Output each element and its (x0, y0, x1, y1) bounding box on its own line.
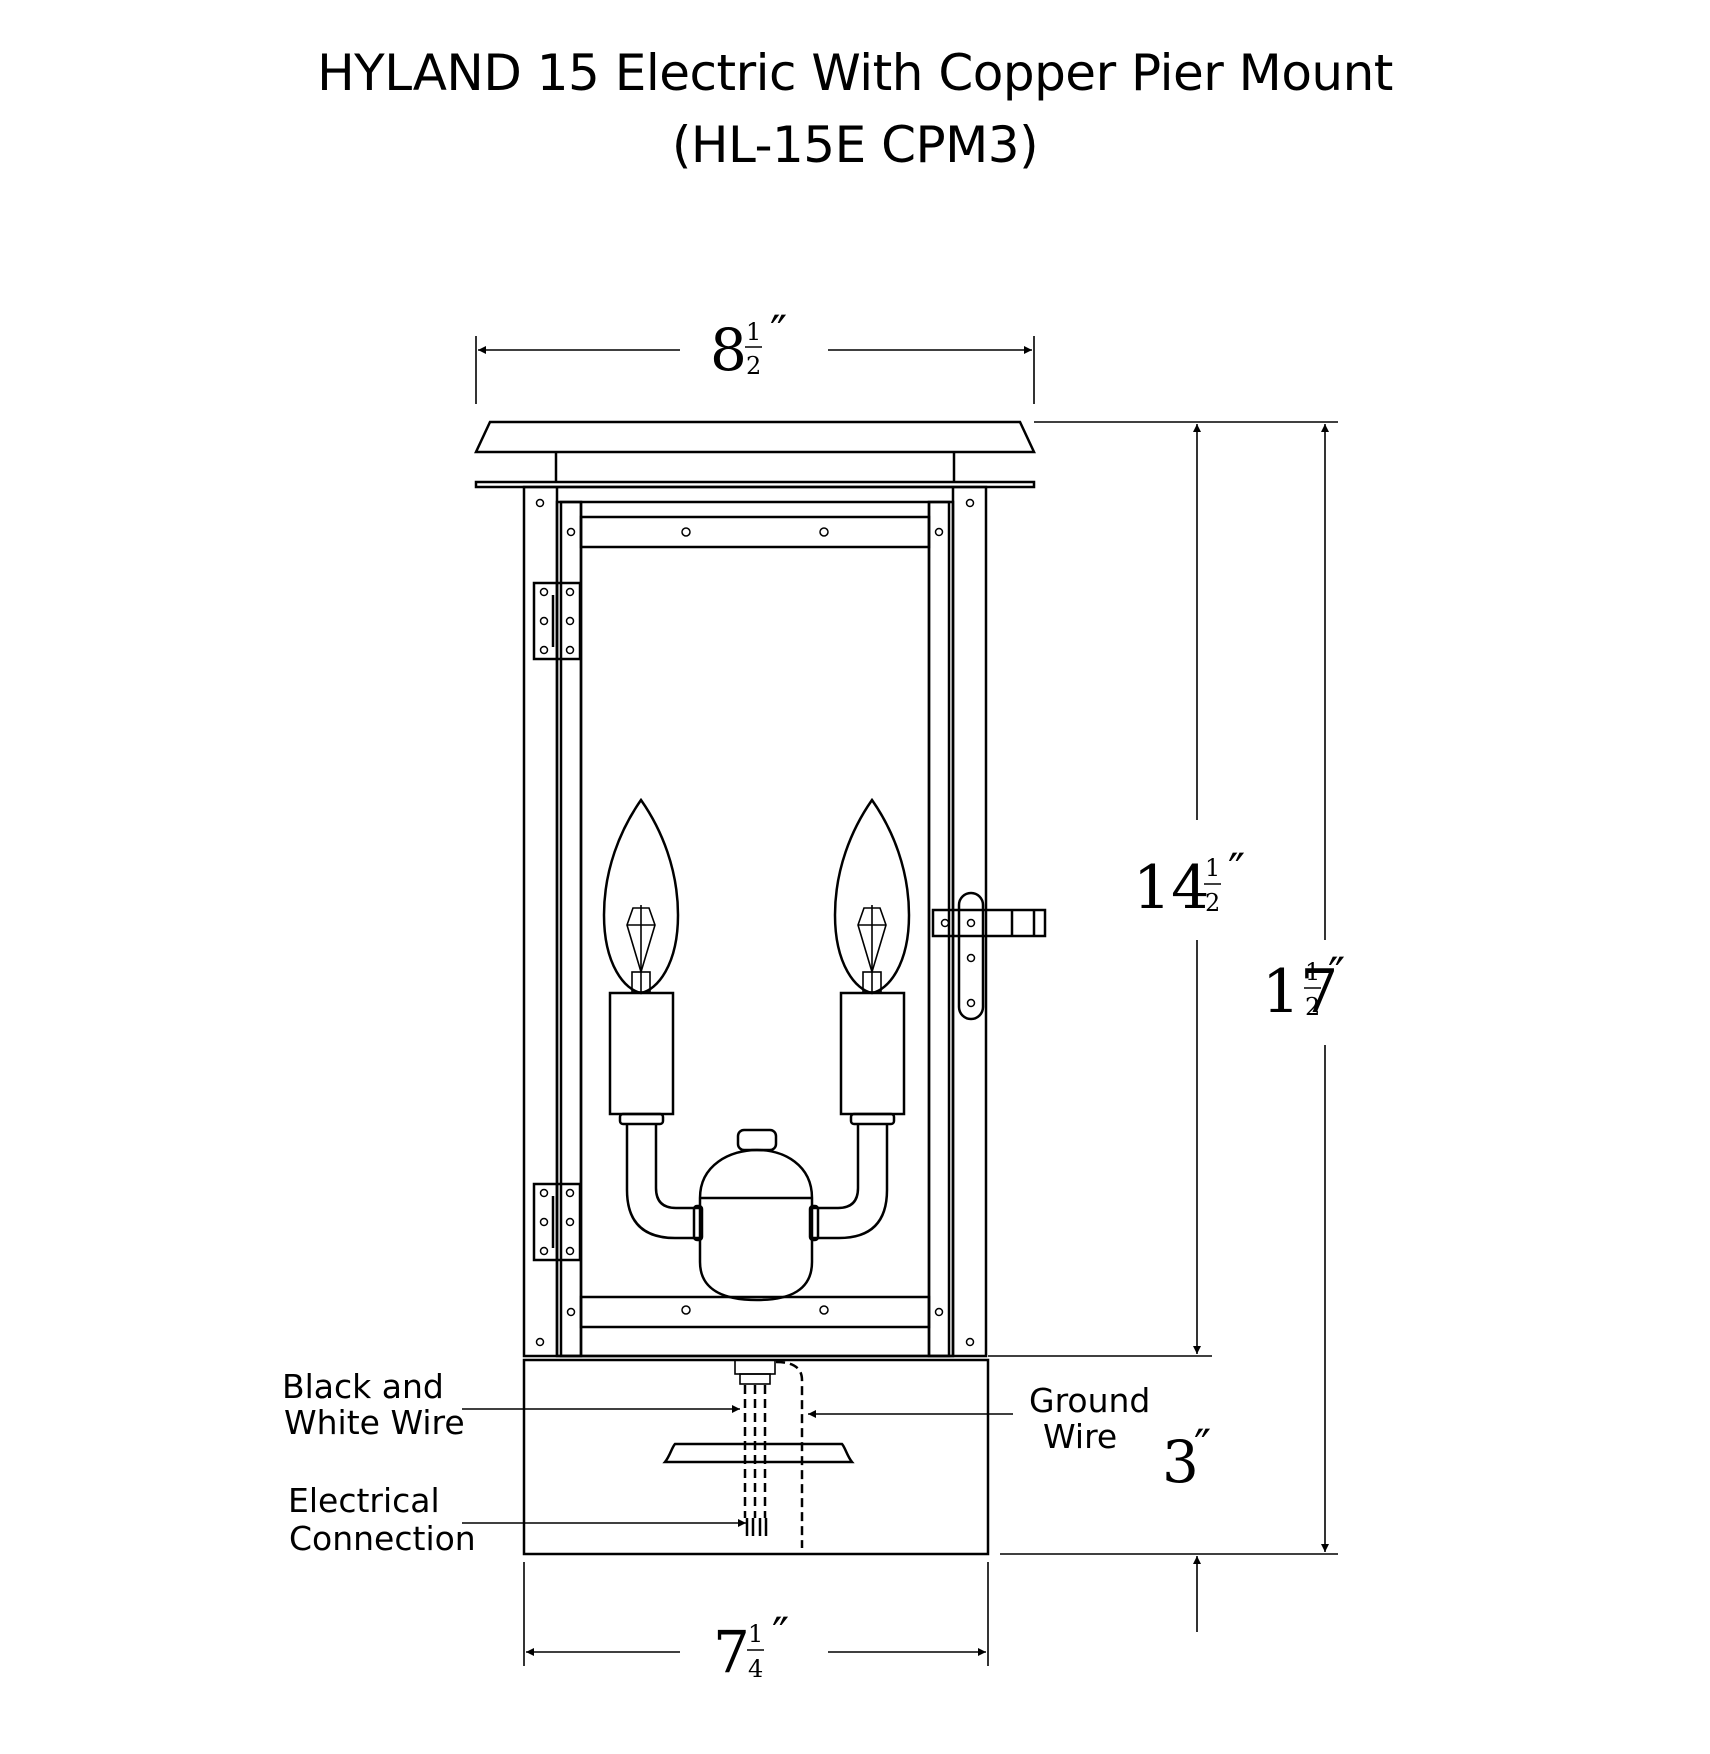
left-bulb (602, 797, 680, 995)
callout-black-white-wire-line1: Black and (282, 1367, 444, 1406)
dim-base-height: 3 ″ (1162, 1419, 1211, 1632)
dim-lantern-height-whole: 14 (1133, 853, 1209, 923)
diagram-subtitle: (HL-15E CPM3) (671, 116, 1039, 174)
dim-lantern-height-den: 2 (1205, 889, 1220, 917)
callout-electrical-connection-line1: Electrical (288, 1481, 440, 1520)
dim-total-height: 17 1 2 ″ (1000, 424, 1345, 1555)
callout-electrical-connection: Electrical Connection (288, 1481, 746, 1558)
lantern-frame (522, 485, 988, 1358)
dim-top-width-unit: ″ (770, 305, 787, 359)
ground-wire (775, 1360, 804, 1548)
candle-arms (625, 1124, 889, 1242)
wire-conduit (734, 1359, 776, 1536)
callout-ground-wire-line2: Wire (1043, 1417, 1117, 1456)
center-hub (698, 1128, 814, 1302)
dim-base-height-whole: 3 (1162, 1428, 1199, 1496)
frame-rivets (535, 498, 975, 1347)
dim-base-width-den: 4 (748, 1655, 763, 1683)
dim-lantern-height-unit: ″ (1228, 843, 1245, 897)
dim-lantern-height-num: 1 (1205, 854, 1220, 882)
dim-top-width-den: 2 (746, 352, 761, 380)
callout-ground-wire-line1: Ground (1029, 1381, 1150, 1420)
top-hinge (532, 581, 582, 661)
callout-ground-wire: Ground Wire (808, 1381, 1150, 1456)
right-bulb (833, 797, 911, 995)
dim-base-width-whole: 7 (713, 1618, 750, 1686)
callout-black-white-wire-line2: White Wire (284, 1403, 465, 1442)
lantern-roof (474, 420, 1036, 489)
right-socket (839, 991, 906, 1126)
callout-black-white-wire: Black and White Wire (282, 1367, 740, 1442)
callout-electrical-connection-line2: Connection (289, 1519, 476, 1558)
dim-lantern-height: 14 1 2 ″ (988, 421, 1338, 1357)
dim-base-width: 7 1 4 ″ (523, 1562, 989, 1686)
dim-top-width-whole: 8 (710, 316, 747, 384)
dim-top-width-num: 1 (746, 318, 761, 346)
diagram-title: HYLAND 15 Electric With Copper Pier Moun… (317, 44, 1393, 102)
dim-top-width: 8 1 2 ″ (475, 305, 1035, 404)
dim-total-height-num: 1 (1305, 958, 1320, 986)
dim-total-height-whole: 17 (1262, 957, 1338, 1027)
bottom-hinge (532, 1182, 582, 1262)
dim-total-height-den: 2 (1305, 993, 1320, 1021)
dim-total-height-unit: ″ (1328, 947, 1345, 1001)
left-socket (608, 991, 675, 1126)
door-latch (931, 891, 1047, 1021)
dim-base-width-unit: ″ (772, 1607, 789, 1661)
dim-base-height-unit: ″ (1194, 1419, 1211, 1473)
dim-base-width-num: 1 (748, 1620, 763, 1648)
